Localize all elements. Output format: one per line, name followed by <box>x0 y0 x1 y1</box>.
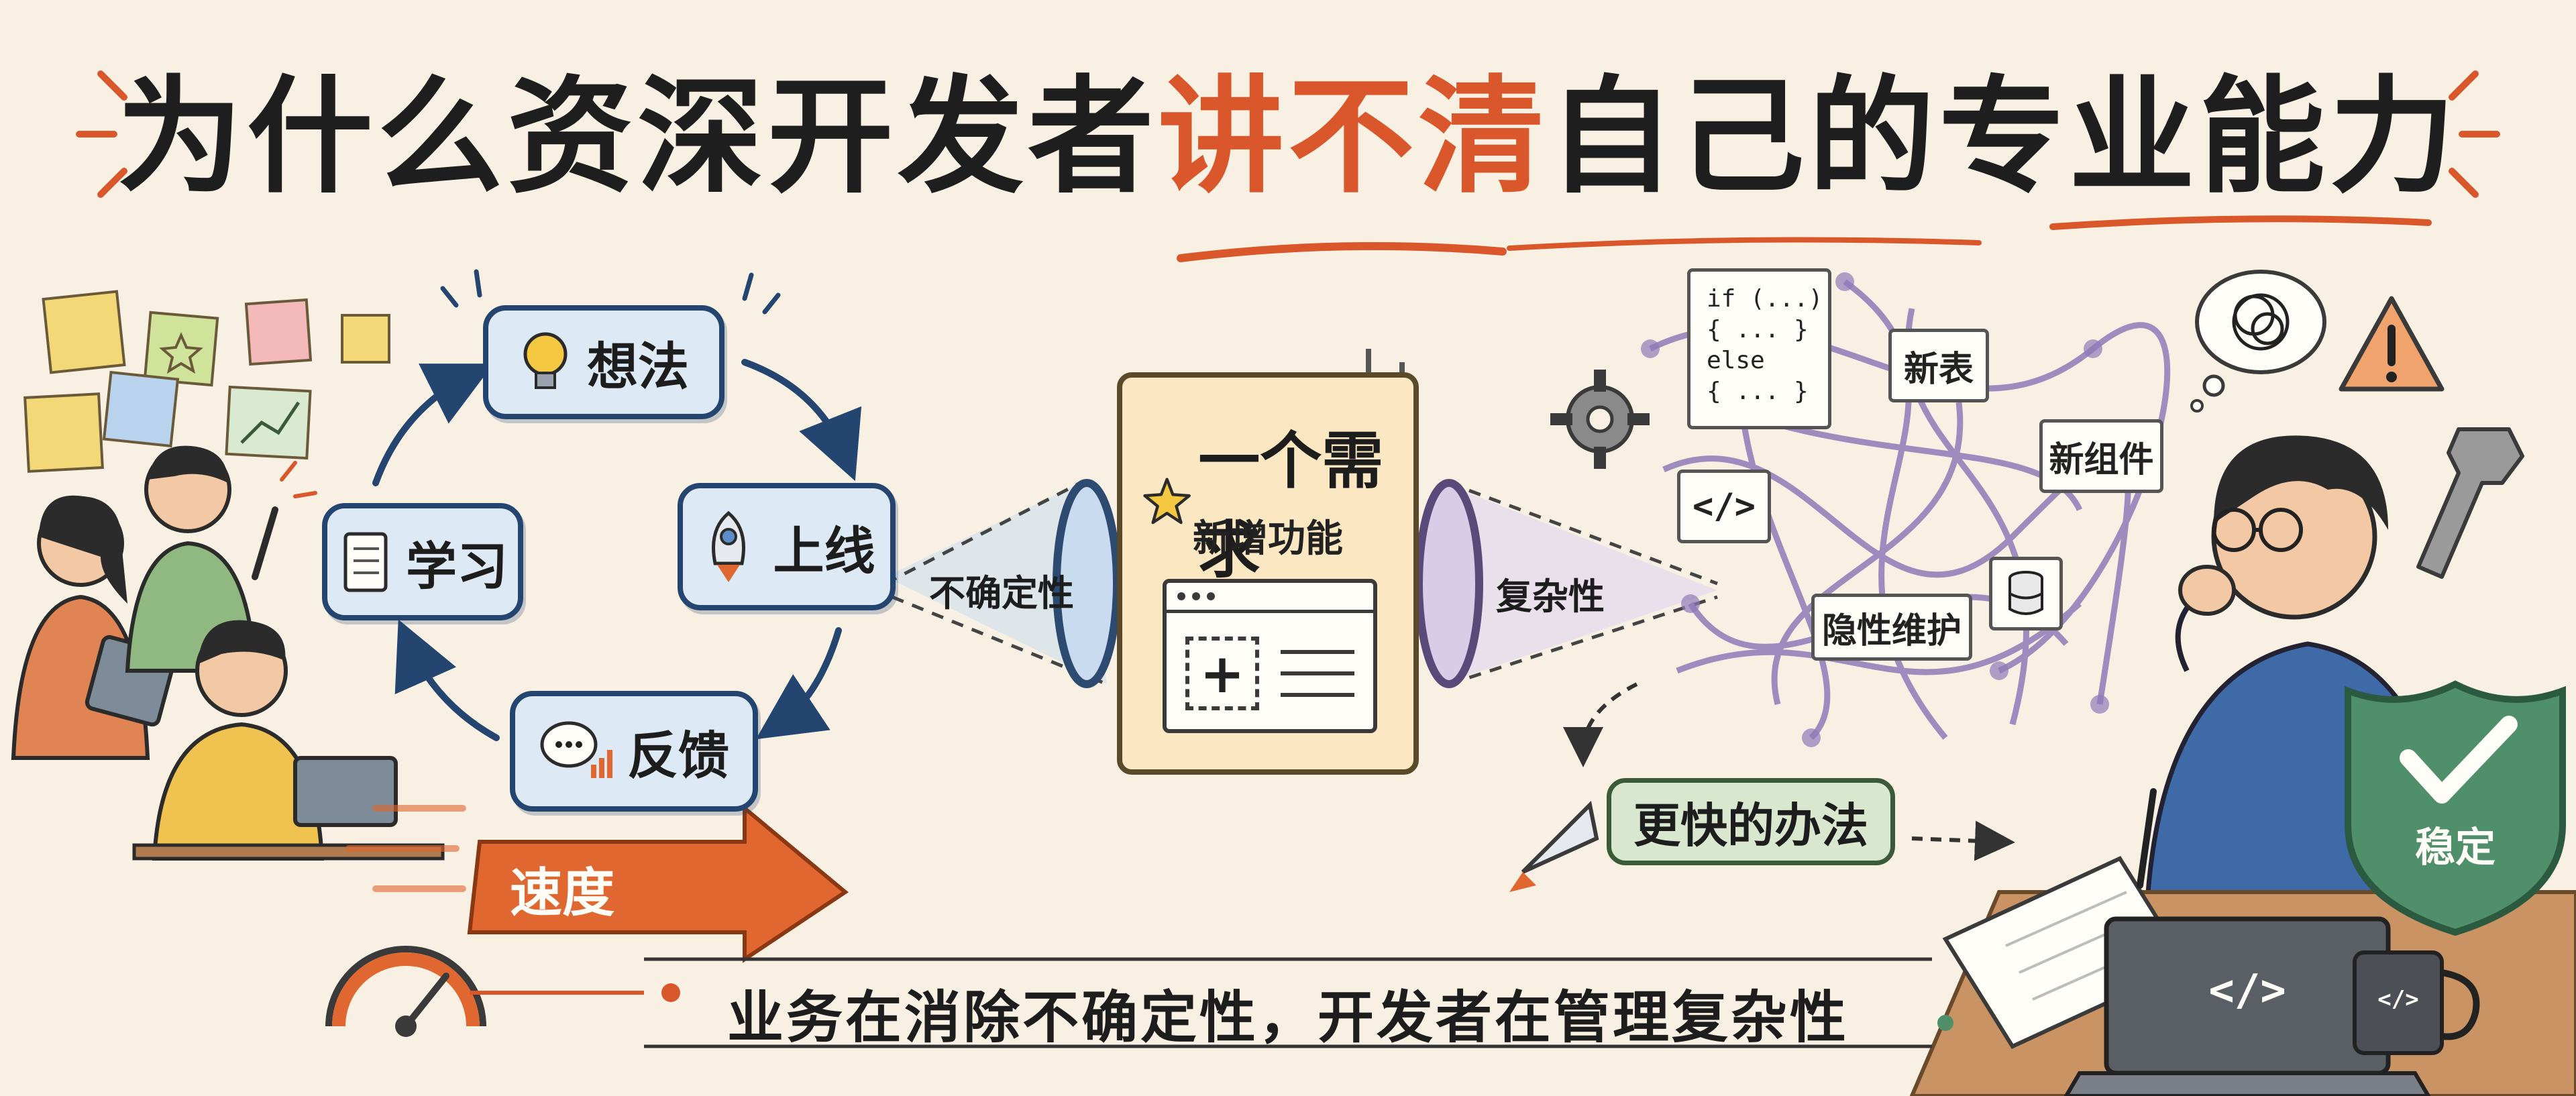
speed-arrow <box>345 804 849 963</box>
cycle-label-launch: 上线 <box>773 521 875 581</box>
wrench-icon <box>2416 427 2524 579</box>
code-line: { ... } <box>1707 378 1809 405</box>
stable-label: 稳定 <box>2415 824 2496 871</box>
page-title: 为什么资深开发者讲不清自己的专业能力 <box>0 64 2576 211</box>
speed-label: 速度 <box>510 863 615 924</box>
plus-icon: + <box>1185 637 1259 710</box>
code-line: if (...) <box>1707 285 1823 313</box>
window-titlebar <box>1167 583 1373 613</box>
right-lens <box>1415 479 1483 688</box>
cycle-box-learn: 学习 <box>322 503 523 620</box>
tag-new-component: 新组件 <box>2039 419 2163 493</box>
team-people-illustration <box>11 445 445 861</box>
bullet-left <box>661 983 680 1002</box>
requirement-panel: 一个需求 新增功能 + <box>1117 372 1419 775</box>
mug-code-symbol: </> <box>2377 986 2419 1013</box>
code-line: { ... } <box>1707 316 1809 343</box>
code-snippet-card: if (...) { ... } else { ... } <box>1687 268 1831 429</box>
gear-icon <box>1550 370 1650 469</box>
tag-code-symbol: </> <box>1677 470 1771 543</box>
faster-way-box: 更快的办法 <box>1607 778 1895 865</box>
notebook-learn-icon <box>343 532 388 592</box>
title-spark-left <box>76 70 127 198</box>
window-mock: + <box>1163 579 1377 733</box>
code-line: else <box>1707 347 1765 374</box>
rocket-icon <box>711 510 745 582</box>
title-spark-right <box>2449 70 2500 198</box>
complexity-label: 复杂性 <box>1496 576 1605 618</box>
cycle-label-feedback: 反馈 <box>627 726 729 785</box>
title-underline-right <box>2049 215 2432 230</box>
requirement-title: 一个需求 <box>1198 425 1384 586</box>
cycle-box-feedback: 反馈 <box>510 691 758 812</box>
title-part-1: 为什么资深开发者 <box>117 64 1158 211</box>
rocket-small-icon <box>1509 800 1599 892</box>
sticky-notes <box>23 290 390 473</box>
lightbulb-icon <box>523 332 568 389</box>
content-lines <box>1281 650 1354 697</box>
tag-hidden-maintenance: 隐性维护 <box>1811 594 1972 661</box>
complexity-cone <box>1442 483 1717 684</box>
bottom-summary-text: 业务在消除不确定性，开发者在管理复杂性 <box>727 985 1849 1050</box>
uncertainty-label: 不确定性 <box>929 572 1074 614</box>
laptop-code-symbol: </> <box>2208 966 2286 1016</box>
requirement-header: 一个需求 <box>1142 411 1413 590</box>
cycle-box-idea: 想法 <box>483 305 724 419</box>
shield-icon <box>2345 680 2566 936</box>
speech-bubble-icon <box>540 721 612 778</box>
laptop-icon <box>2063 916 2431 1096</box>
title-underline-accent <box>1177 242 1507 262</box>
database-glyph <box>2008 571 2043 615</box>
cycle-arrows <box>372 359 862 741</box>
cycle-box-launch: 上线 <box>678 483 896 610</box>
cycle-label-learn: 学习 <box>406 536 508 596</box>
bullet-right <box>1937 1015 1953 1031</box>
mug-icon <box>2353 950 2480 1055</box>
thought-bubble-icon <box>2190 270 2326 413</box>
uncertainty-cone <box>885 483 1107 684</box>
warning-icon <box>2339 296 2445 392</box>
star-icon <box>1143 478 1191 525</box>
title-part-2-highlight: 讲不清 <box>1158 64 1548 211</box>
title-part-3: 自己的专业能力 <box>1548 64 2459 211</box>
tag-new-table: 新表 <box>1888 329 1989 402</box>
database-icon <box>1989 557 2063 631</box>
requirement-subtitle: 新增功能 <box>1193 517 1343 561</box>
cycle-label-idea: 想法 <box>587 337 689 396</box>
